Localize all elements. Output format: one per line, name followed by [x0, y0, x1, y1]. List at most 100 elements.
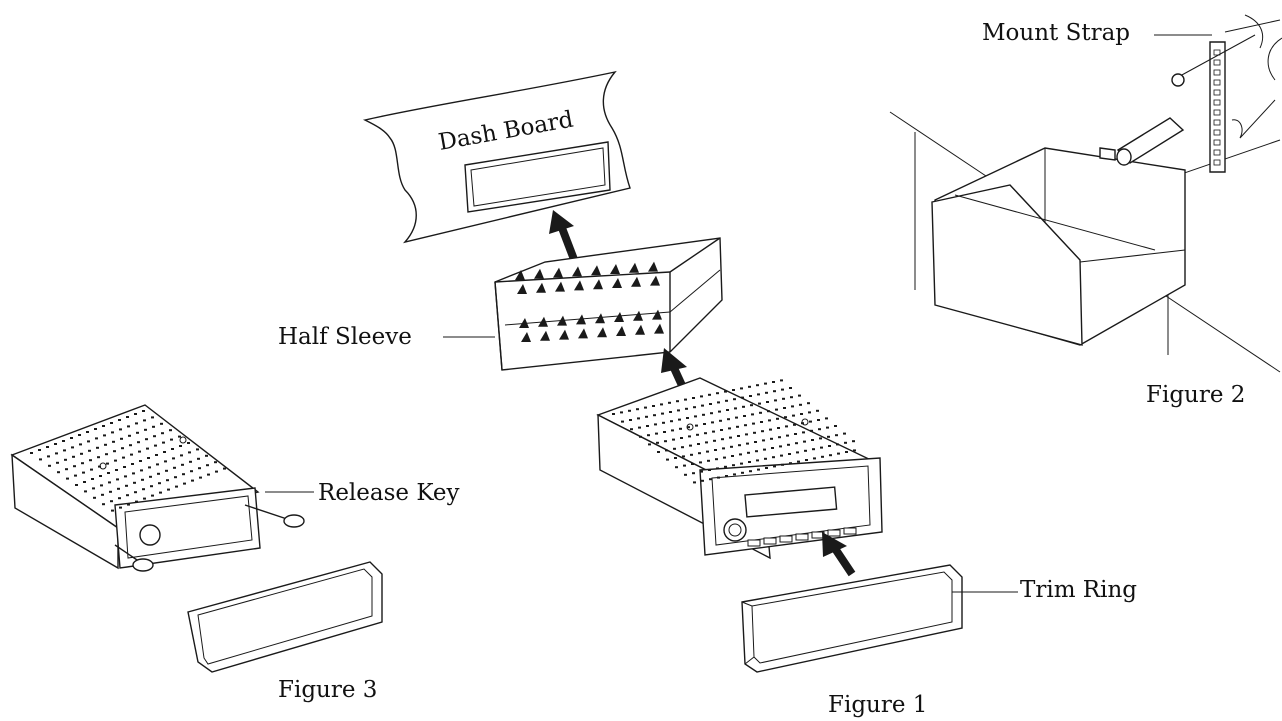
strap-hole — [1213, 139, 1221, 146]
vent-hole — [91, 478, 94, 480]
mount-strap-detail: Mount Strap — [889, 14, 1282, 373]
figure-2-label: Figure 2 — [1146, 382, 1245, 408]
vent-hole — [166, 479, 169, 482]
vent-hole — [160, 422, 163, 425]
vent-hole — [714, 449, 717, 451]
vent-hole — [704, 432, 707, 435]
vent-hole — [813, 457, 816, 460]
vent-hole — [101, 493, 104, 496]
vent-hole — [779, 445, 782, 448]
vent-hole — [128, 434, 131, 437]
vent-hole — [744, 424, 747, 427]
vent-hole — [710, 412, 713, 415]
vent-hole — [766, 401, 769, 403]
arrow-to-unit — [822, 532, 856, 577]
vent-hole — [647, 434, 650, 437]
vent-hole — [780, 454, 783, 457]
vent-hole — [768, 419, 771, 422]
vent-hole — [657, 451, 660, 453]
vent-hole — [740, 387, 743, 390]
vent-hole — [79, 443, 82, 446]
strap-hole — [1213, 109, 1221, 116]
vent-hole — [88, 449, 91, 452]
vent-hole — [75, 484, 78, 486]
sleeve-slot — [652, 309, 662, 320]
vent-hole — [652, 405, 655, 407]
vent-hole — [155, 454, 158, 456]
vent-hole — [134, 491, 137, 494]
figure-1-label: Figure 1 — [828, 692, 927, 718]
vent-hole — [656, 441, 659, 444]
sleeve-slots — [515, 261, 664, 342]
strap-hole — [1213, 49, 1221, 56]
vent-hole — [106, 462, 109, 465]
vent-hole — [83, 481, 86, 483]
vent-hole — [797, 460, 800, 463]
vent-hole — [705, 441, 708, 444]
vent-hole — [719, 419, 722, 422]
vent-hole — [697, 443, 700, 445]
vent-hole — [837, 452, 840, 455]
vent-hole — [135, 500, 138, 503]
vent-hole — [638, 426, 641, 429]
vent-hole — [55, 452, 58, 455]
main-unit-buttons — [747, 527, 857, 547]
sleeve-slot — [616, 326, 626, 336]
strap-hole — [1213, 79, 1221, 86]
vent-hole — [151, 494, 154, 497]
vent-hole — [102, 425, 105, 427]
vent-hole — [677, 409, 680, 412]
vent-hole — [673, 447, 676, 450]
vent-hole — [724, 465, 727, 468]
vent-hole — [732, 389, 735, 391]
vent-hole — [773, 465, 776, 468]
vent-hole — [143, 419, 146, 422]
vent-hole — [144, 428, 147, 431]
vent-hole — [637, 417, 640, 420]
vent-hole — [802, 431, 805, 434]
vent-hole — [793, 423, 796, 426]
vent-hole — [141, 478, 144, 481]
vent-hole — [765, 467, 768, 469]
vent-hole — [754, 441, 757, 443]
vent-hole — [811, 439, 814, 441]
vent-hole — [703, 423, 706, 425]
vent-hole — [698, 452, 701, 455]
vent-hole — [686, 417, 689, 419]
vent-hole — [695, 424, 698, 427]
sleeve-slot — [633, 310, 643, 321]
vent-hole — [819, 437, 822, 440]
vent-hole — [692, 472, 695, 475]
vent-hole — [173, 466, 176, 469]
vent-hole — [798, 394, 801, 397]
vent-hole — [110, 422, 113, 424]
vent-hole — [103, 434, 106, 437]
vent-hole — [127, 425, 130, 428]
sleeve-slot — [519, 318, 529, 328]
strap-hole — [1213, 69, 1221, 76]
vent-hole — [644, 406, 647, 409]
sleeve-slot — [597, 327, 607, 338]
vent-hole — [63, 449, 66, 452]
vent-hole — [741, 396, 744, 399]
vent-hole — [726, 409, 729, 411]
vent-hole — [762, 439, 765, 442]
vent-hole — [787, 443, 790, 446]
trim-ring-label: Trim Ring — [1020, 577, 1137, 603]
vent-hole — [99, 475, 102, 477]
vent-hole — [110, 500, 113, 503]
vent-hole — [763, 448, 766, 451]
vent-hole — [66, 477, 69, 480]
vent-hole — [676, 400, 679, 403]
release-key-label: Release Key — [318, 480, 460, 506]
vent-hole — [125, 484, 128, 487]
vent-hole — [174, 476, 177, 479]
trim-ring-main: Trim Ring — [741, 564, 1137, 673]
vent-hole — [190, 470, 193, 473]
vent-hole — [721, 438, 724, 441]
vent-hole — [785, 425, 788, 428]
vent-hole — [118, 419, 121, 421]
vent-hole — [181, 463, 184, 466]
vent-hole — [711, 421, 714, 424]
vent-hole — [827, 435, 830, 438]
